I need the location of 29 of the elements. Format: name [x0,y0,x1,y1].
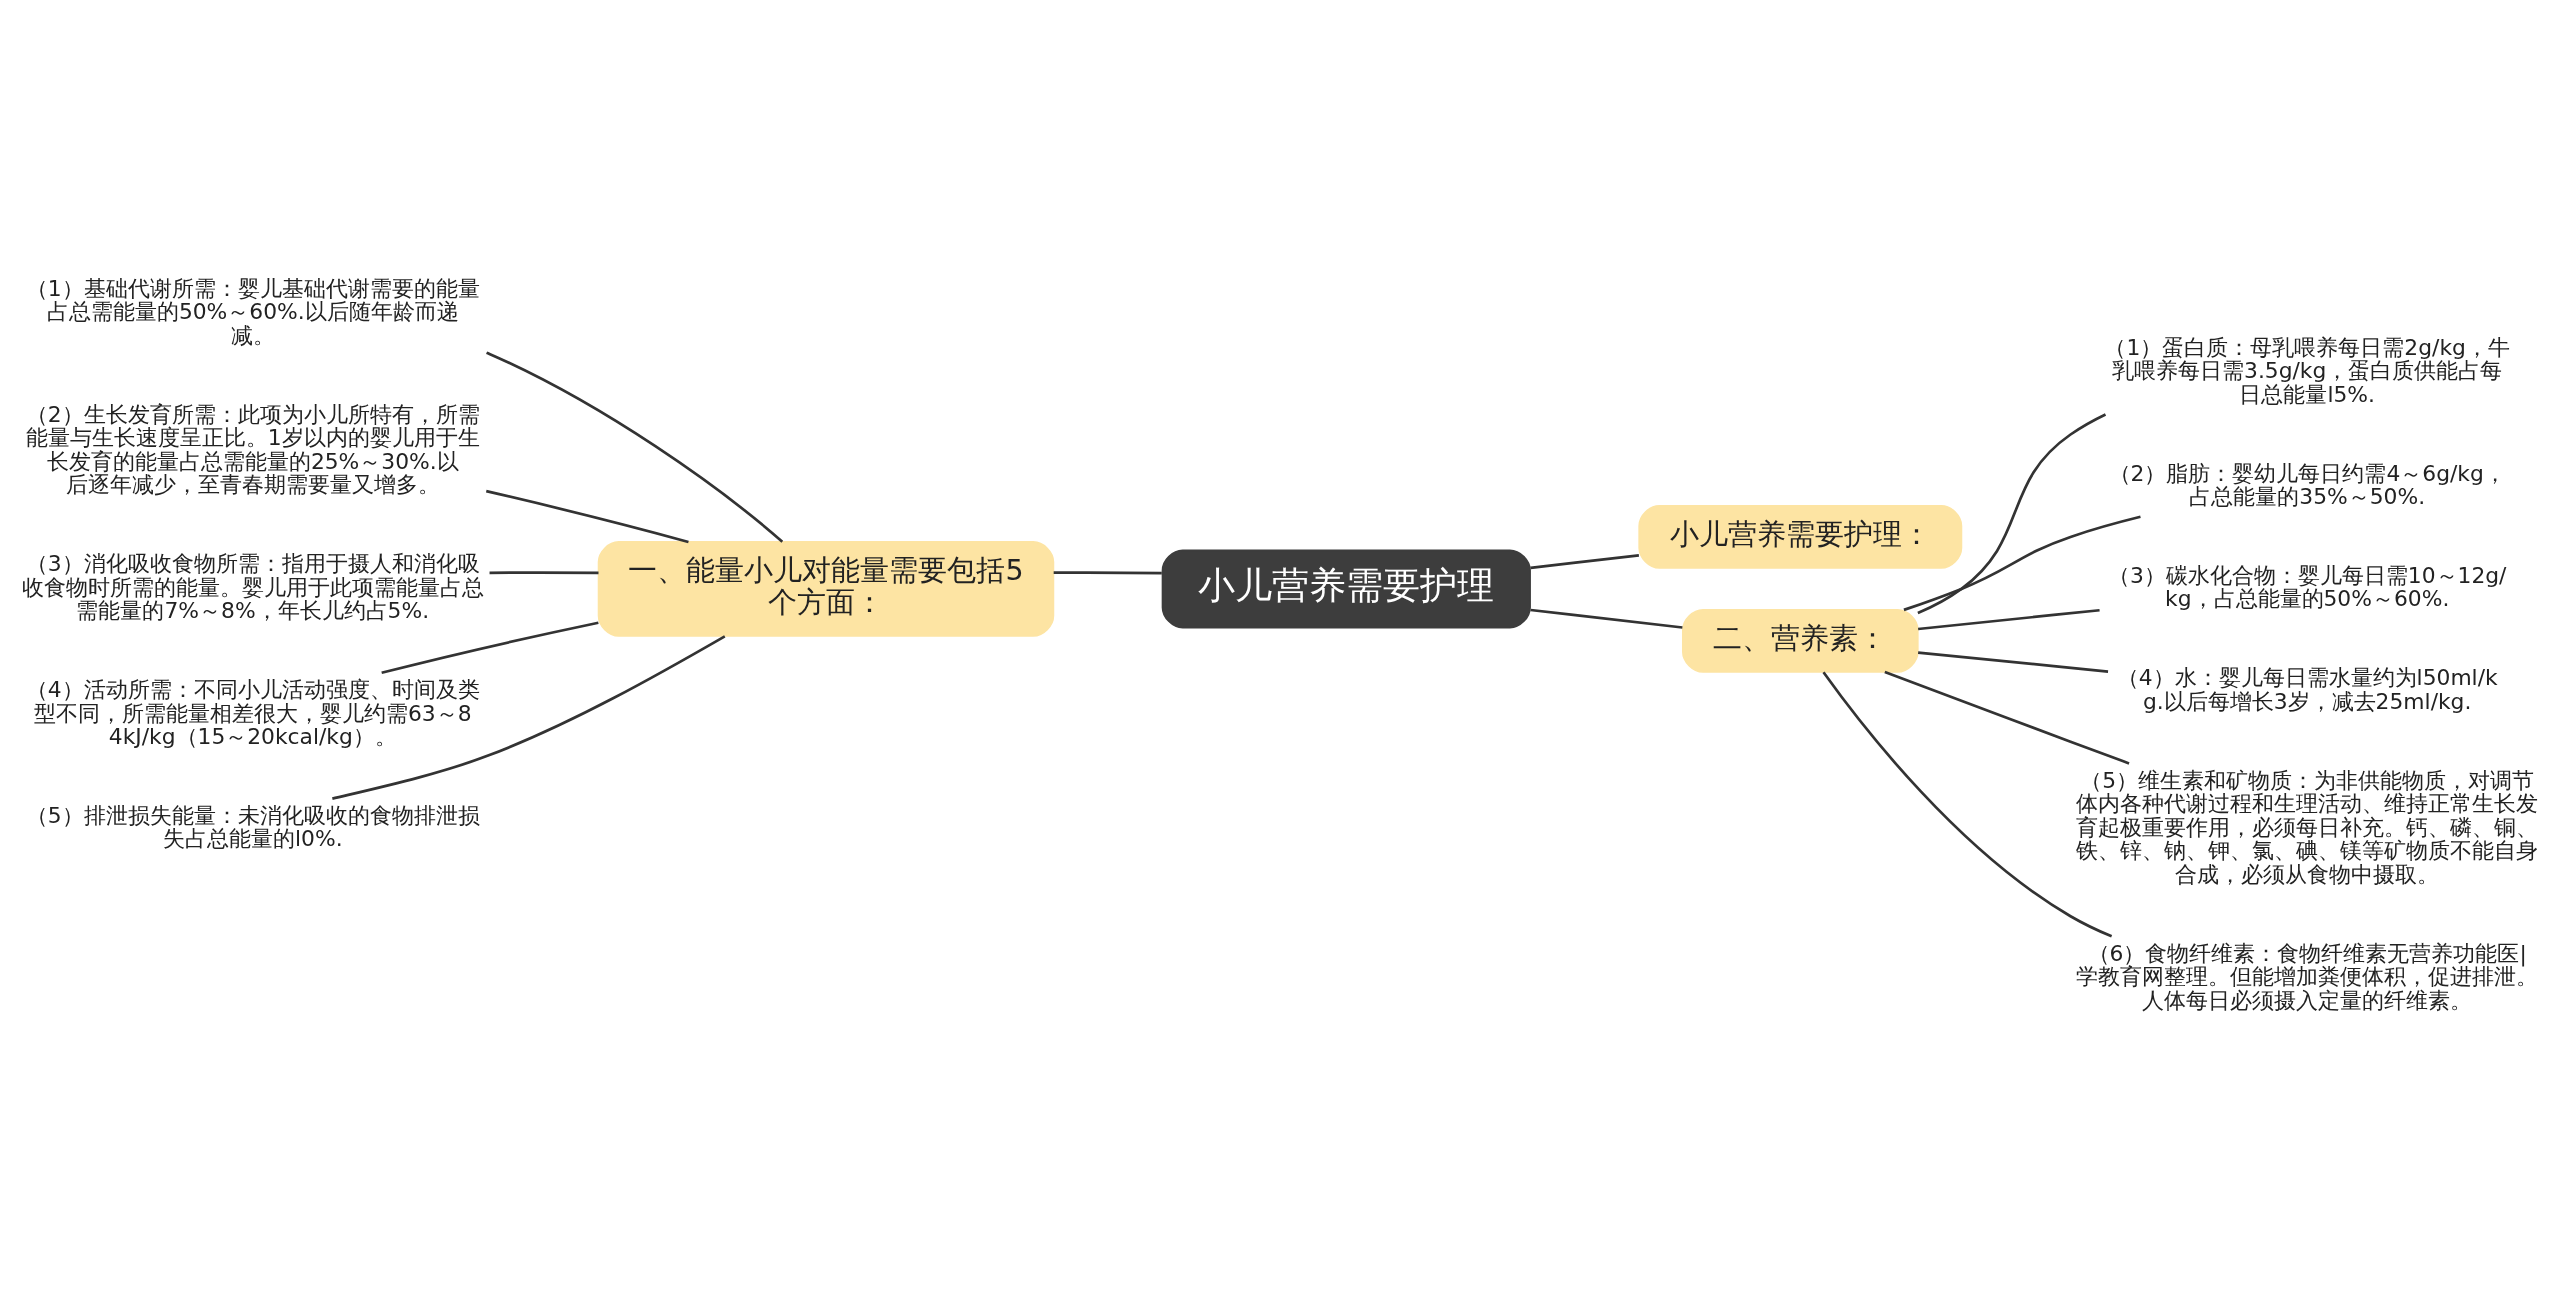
connector [1918,650,2109,673]
node-text: （4）活动所需：不同小儿活动强度、时间及类型不同，所需能量相差很大，婴儿约需63～84kJ/kg（15～20kcal/kg）。 [25,676,480,749]
connector [1884,670,2130,765]
node-box: 二、营养素： [1682,608,1919,673]
node-text: （4）水：婴儿每日需水量约为l50ml/kg.以后每增长3岁，减去25ml/kg. [2116,664,2498,714]
node-box: 一、能量小儿对能量需要包括5个方面： [597,540,1055,637]
connector [332,634,726,800]
connector [1903,515,2141,611]
node-text: （6）食物纤维素：食物纤维素无营养功能医|学教育网整理。但能增加粪便体积，促进排泄。人体每日必须摄入定量的纤维素。 [2076,940,2539,1013]
connector [1822,671,2113,938]
node-text: （5）维生素和矿物质：为非供能物质，对调节体内各种代谢过程和生理活动、维持正常生长发育起极重要作用，必须每日补充。钙、磷、铜、铁、锌、钠、钾、氯、碘、镁等矿物质不能自身合成，必须从食物中摄取。 [2076,767,2539,887]
node-text: （3）消化吸收食物所需：指用于摄人和消化吸收食物时所需的能量。婴儿用于此项需能量占总需能量的7%～8%，年长儿约占5%. [21,550,484,623]
connector [1053,570,1162,575]
connector [1530,608,1683,629]
node-text: （1）基础代谢所需：婴儿基础代谢需要的能量占总需能量的50%～60%.以后随年龄而递减。 [25,275,480,348]
node-box: 小儿营养需要护理 [1161,549,1531,628]
connector [486,350,784,543]
connector [1530,553,1640,569]
connector [1917,412,2107,614]
connector [489,570,599,574]
connector [485,489,689,543]
node-text: （3）碳水化合物：婴儿每日需10～12g/kg，占总能量的50%～60%. [2107,562,2507,611]
node-text: （5）排泄损失能量：未消化吸收的食物排泄损失占总能量的l0%. [25,802,480,851]
node-box: 小儿营养需要护理： [1638,504,1963,569]
node-text: （1）蛋白质：母乳喂养每日需2g/kg，牛乳喂养每日需3.5g/kg，蛋白质供能占每日总能量l5%. [2104,334,2510,407]
node-text: （2）脂肪：婴幼儿每日约需4～6g/kg，占总能量的35%～50%. [2108,460,2506,509]
connector [1918,608,2100,630]
node-text: （2）生长发育所需：此项为小儿所特有，所需能量与生长速度呈正比。1岁以内的婴儿用于生长发育的能量占总需能量的25%～30%.以后逐年减少，至青春期需要量又增多。 [25,401,480,497]
connector [381,621,599,674]
